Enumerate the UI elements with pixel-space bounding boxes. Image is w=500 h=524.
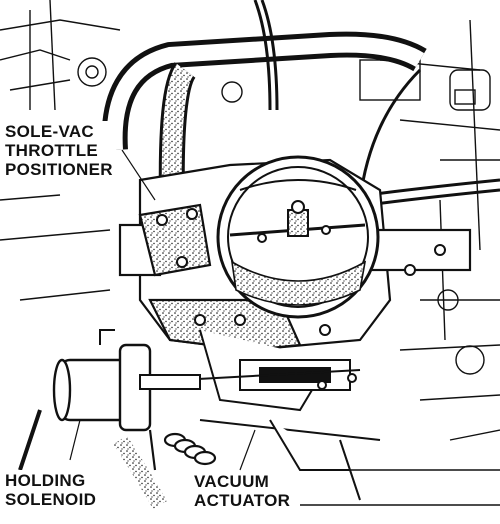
label-line: THROTTLE bbox=[5, 141, 99, 160]
return-spring bbox=[148, 429, 217, 471]
engine-background bbox=[0, 0, 500, 506]
label-vacuum-actuator: VACUUM ACTUATOR bbox=[190, 471, 295, 511]
label-leaders bbox=[69, 149, 256, 471]
label-line: SOLE-VAC bbox=[5, 122, 94, 141]
label-line: ACTUATOR bbox=[194, 491, 291, 510]
fastener-bolts bbox=[194, 244, 446, 390]
lower-hose bbox=[113, 435, 167, 509]
label-line: HOLDING bbox=[5, 471, 86, 490]
air-hose-inner bbox=[106, 36, 425, 151]
label-line: POSITIONER bbox=[5, 160, 113, 179]
label-sole-vac-throttle-positioner: SOLE-VAC THROTTLE POSITIONER bbox=[2, 121, 116, 180]
label-holding-solenoid: HOLDING SOLENOID bbox=[2, 470, 100, 510]
label-line: SOLENOID bbox=[5, 490, 97, 509]
holding-solenoid bbox=[18, 329, 201, 471]
throttle-linkage bbox=[179, 329, 381, 501]
carburetor-air-horn bbox=[216, 155, 380, 319]
throttle-positioner bbox=[138, 203, 212, 277]
label-line: VACUUM bbox=[194, 472, 270, 491]
